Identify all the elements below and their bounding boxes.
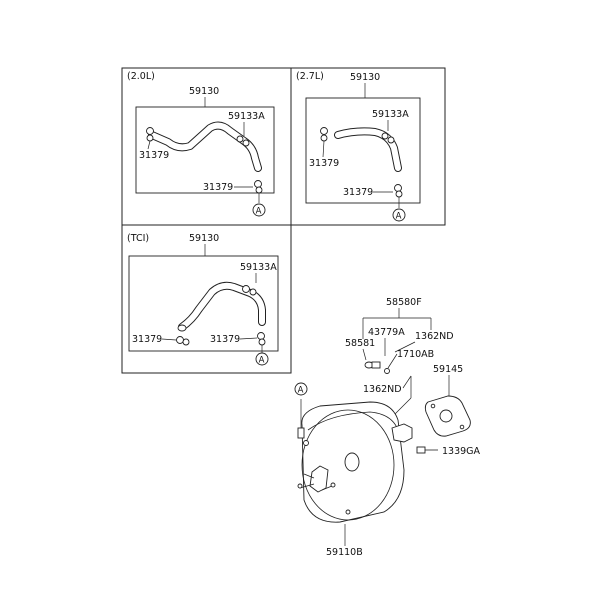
panel-2-0l-clamp-left-leader	[147, 140, 151, 150]
panel-tci-clamp-left-label: 31379	[132, 334, 162, 345]
valve-part	[364, 361, 381, 369]
panel-2-0l-clamp-bottom	[254, 180, 263, 194]
valve-assy-label: 58580F	[386, 297, 422, 308]
panel-2-0l-hose-a-label: 59133A	[228, 111, 265, 122]
bolt-label: 1339GA	[442, 446, 481, 457]
booster-assy-label: 59110B	[326, 547, 363, 558]
panel-tci-clamp-elbow	[242, 285, 257, 296]
panel-tci-clamp-right-leader	[239, 337, 258, 340]
panel-2-0l-hose-label: 59130	[189, 86, 219, 97]
panel-2-7l-clamp-left-leader	[322, 140, 325, 158]
check-valve	[297, 427, 305, 439]
nut-top-label: 1362ND	[415, 331, 454, 342]
panel-2-7l-inner-frame	[305, 97, 421, 204]
grommet-label: 58581	[345, 338, 375, 349]
panel-2-7l-clamp-top	[320, 127, 328, 142]
panel-tci-frame	[121, 224, 292, 374]
panel-2-0l-inner-frame	[135, 106, 275, 194]
booster-marker-a: A	[294, 382, 308, 396]
panel-2-0l-clamp-top	[146, 127, 154, 142]
panel-2-7l-clamp-left-label: 31379	[309, 158, 339, 169]
panel-tci: (TCI) 59130 59133A 31379 31379 A	[121, 224, 292, 374]
pin-part	[384, 368, 390, 374]
panel-2-7l: (2.7L) 59130 59133A 31379 31379 A	[290, 67, 446, 226]
panel-tci-clamp-left	[176, 336, 190, 346]
panel-2-7l-frame	[290, 67, 446, 226]
gasket-part	[424, 395, 471, 437]
panel-tci-hose-a-label: 59133A	[240, 262, 277, 273]
booster-body	[297, 399, 413, 523]
panel-2-0l-variant-label: (2.0L)	[127, 71, 155, 82]
panel-tci-clamp-left-leader	[161, 338, 177, 341]
panel-tci-clamp-right	[257, 332, 266, 346]
panel-2-0l-clamp-elbow	[236, 135, 250, 147]
panel-2-7l-clamp-elbow	[381, 132, 395, 144]
pin-label: 1710AB	[397, 349, 434, 360]
panel-2-7l-clamp-bottom	[394, 184, 403, 198]
svg-text:A: A	[396, 212, 402, 222]
booster-port	[344, 452, 360, 472]
panel-tci-variant-label: (TCI)	[127, 233, 149, 244]
panel-2-7l-variant-label: (2.7L)	[296, 71, 324, 82]
panel-tci-marker-a: A	[255, 352, 269, 366]
booster-assembly: 58580F 43779A 1362ND 58581 1710AB 1362ND…	[294, 297, 481, 558]
gasket-label: 59145	[433, 364, 463, 375]
panel-2-7l-clamp-right-label: 31379	[343, 187, 373, 198]
panel-tci-inner-frame	[128, 255, 279, 352]
panel-2-7l-hose-a-label: 59133A	[372, 109, 409, 120]
panel-tci-hose-label: 59130	[189, 233, 219, 244]
bolt-part	[416, 446, 438, 454]
svg-text:A: A	[259, 356, 265, 366]
panel-2-0l-marker-a: A	[252, 203, 266, 217]
booster-fitting	[391, 423, 413, 443]
panel-2-7l-marker-a: A	[392, 208, 406, 222]
panel-2-0l: (2.0L) 59130 59133A 31379 31379 A	[121, 67, 292, 226]
panel-tci-hose-end	[177, 324, 187, 332]
panel-2-7l-hose-label: 59130	[350, 72, 380, 83]
panel-2-0l-clamp-left-label: 31379	[139, 150, 169, 161]
valve-label: 43779A	[368, 327, 405, 338]
panel-tci-clamp-right-label: 31379	[210, 334, 240, 345]
nut-bottom-label: 1362ND	[363, 384, 402, 395]
svg-text:A: A	[298, 386, 304, 396]
svg-text:A: A	[256, 207, 262, 217]
panel-2-0l-clamp-right-label: 31379	[203, 182, 233, 193]
